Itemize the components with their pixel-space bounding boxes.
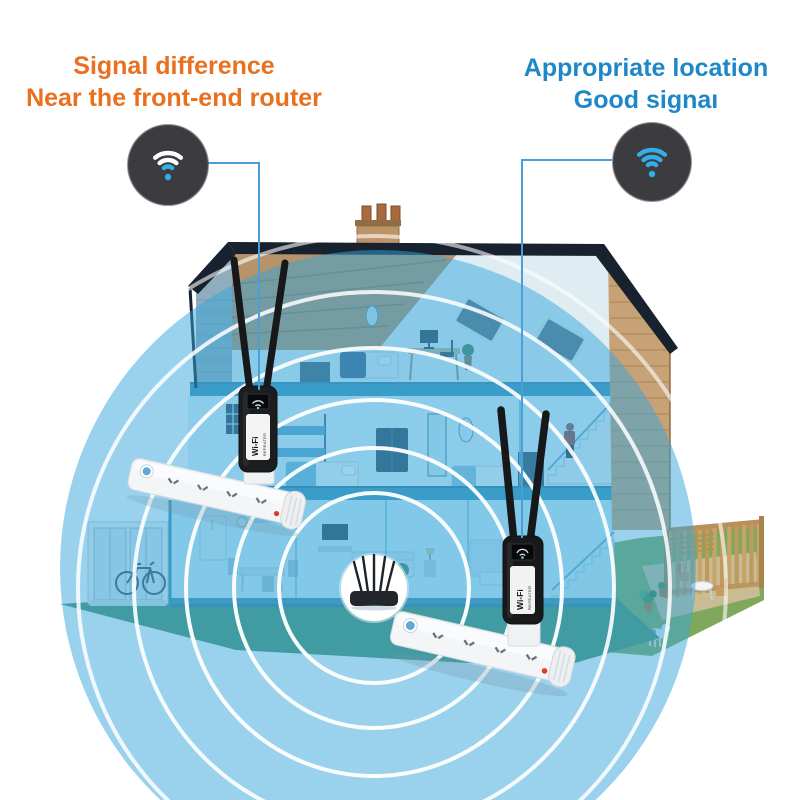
right-wifi-badge — [612, 122, 692, 202]
right-annotation: Appropriate location Good signaı — [496, 52, 796, 116]
router-icon — [350, 553, 398, 611]
antenna — [262, 259, 289, 396]
strip-power-button — [142, 467, 151, 476]
repeater-label-brand: Wi-Fi — [251, 437, 260, 456]
right-annotation-line1: Appropriate location — [523, 54, 769, 82]
wifi-mini-icon — [516, 548, 529, 559]
wifi-repeater-right: Wi-Fi REPEATER — [497, 406, 550, 647]
connector-line-right — [521, 159, 612, 538]
wifi-signal-icon — [636, 147, 668, 178]
power-strip-left — [126, 458, 307, 537]
left-annotation-line2: Near the front-end router — [26, 84, 322, 112]
repeater-label-plate — [510, 566, 535, 614]
wifi-mini-icon — [251, 400, 265, 410]
repeater-label-plate — [246, 414, 270, 460]
left-annotation-line1: Signal difference — [73, 52, 275, 80]
right-annotation-line2: Good signaı — [573, 86, 719, 114]
power-strip-right — [388, 611, 576, 697]
strip-power-button — [405, 621, 415, 630]
repeater-screen — [510, 543, 535, 561]
connector-line-left — [208, 162, 260, 390]
wifi-repeater-left: Wi-Fi REPEATER — [230, 256, 289, 485]
repeater-screen — [246, 393, 270, 410]
signal-rings — [20, 234, 728, 800]
wifi-signal-icon — [152, 150, 184, 181]
strip-indicator-led — [541, 668, 548, 674]
strip-sockets — [167, 477, 267, 505]
antenna — [526, 410, 550, 546]
repeater-label-brand: Wi-Fi — [515, 589, 525, 610]
strip-sockets — [432, 632, 538, 661]
strip-indicator-led — [273, 511, 280, 517]
repeater-label-sub: REPEATER — [263, 433, 267, 456]
antenna — [497, 406, 518, 546]
left-wifi-badge — [127, 124, 209, 206]
left-annotation: Signal difference Near the front-end rou… — [6, 50, 342, 114]
repeater-label-sub: REPEATER — [527, 586, 532, 610]
antenna — [230, 256, 254, 396]
router-badge — [339, 553, 409, 623]
